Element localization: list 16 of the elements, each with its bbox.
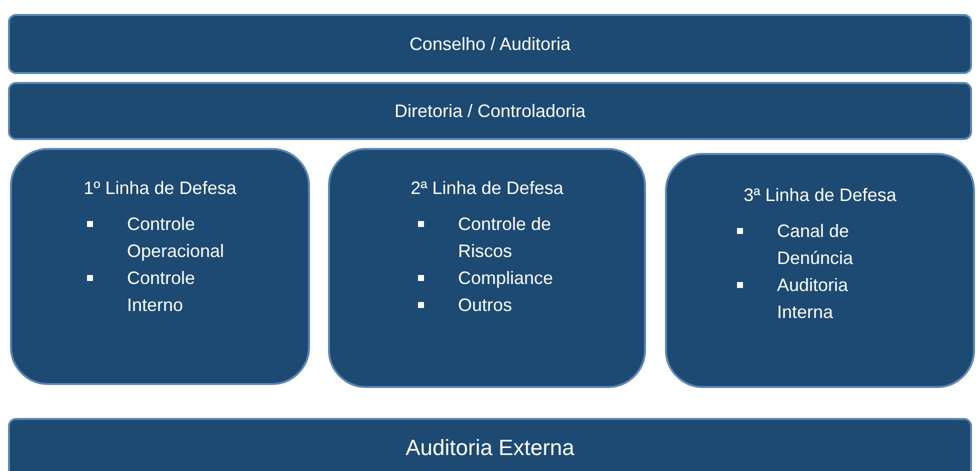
governance-band — [8, 82, 972, 140]
box-heading: 3ª Linha de Defesa — [744, 185, 896, 206]
bullet-item: Outros — [458, 295, 512, 315]
governance-band — [8, 14, 972, 74]
bullet-item: Compliance — [458, 268, 554, 288]
external-audit-band — [8, 418, 972, 471]
bullet-item: Controle Interno — [127, 268, 196, 315]
bullet-item: Controle de Riscos — [458, 214, 552, 261]
band-title: Auditoria Externa — [406, 435, 574, 461]
bullet-item: Controle Operacional — [127, 214, 224, 261]
bullet-item: Canal de Denúncia — [777, 221, 854, 268]
box-heading: 2ª Linha de Defesa — [410, 178, 564, 199]
bullet-item: Auditoria Interna — [777, 275, 848, 322]
box-heading: 1º Linha de Defesa — [84, 178, 236, 199]
band-title: Diretoria / Controladoria — [394, 100, 586, 122]
band-title: Conselho / Auditoria — [409, 34, 571, 54]
